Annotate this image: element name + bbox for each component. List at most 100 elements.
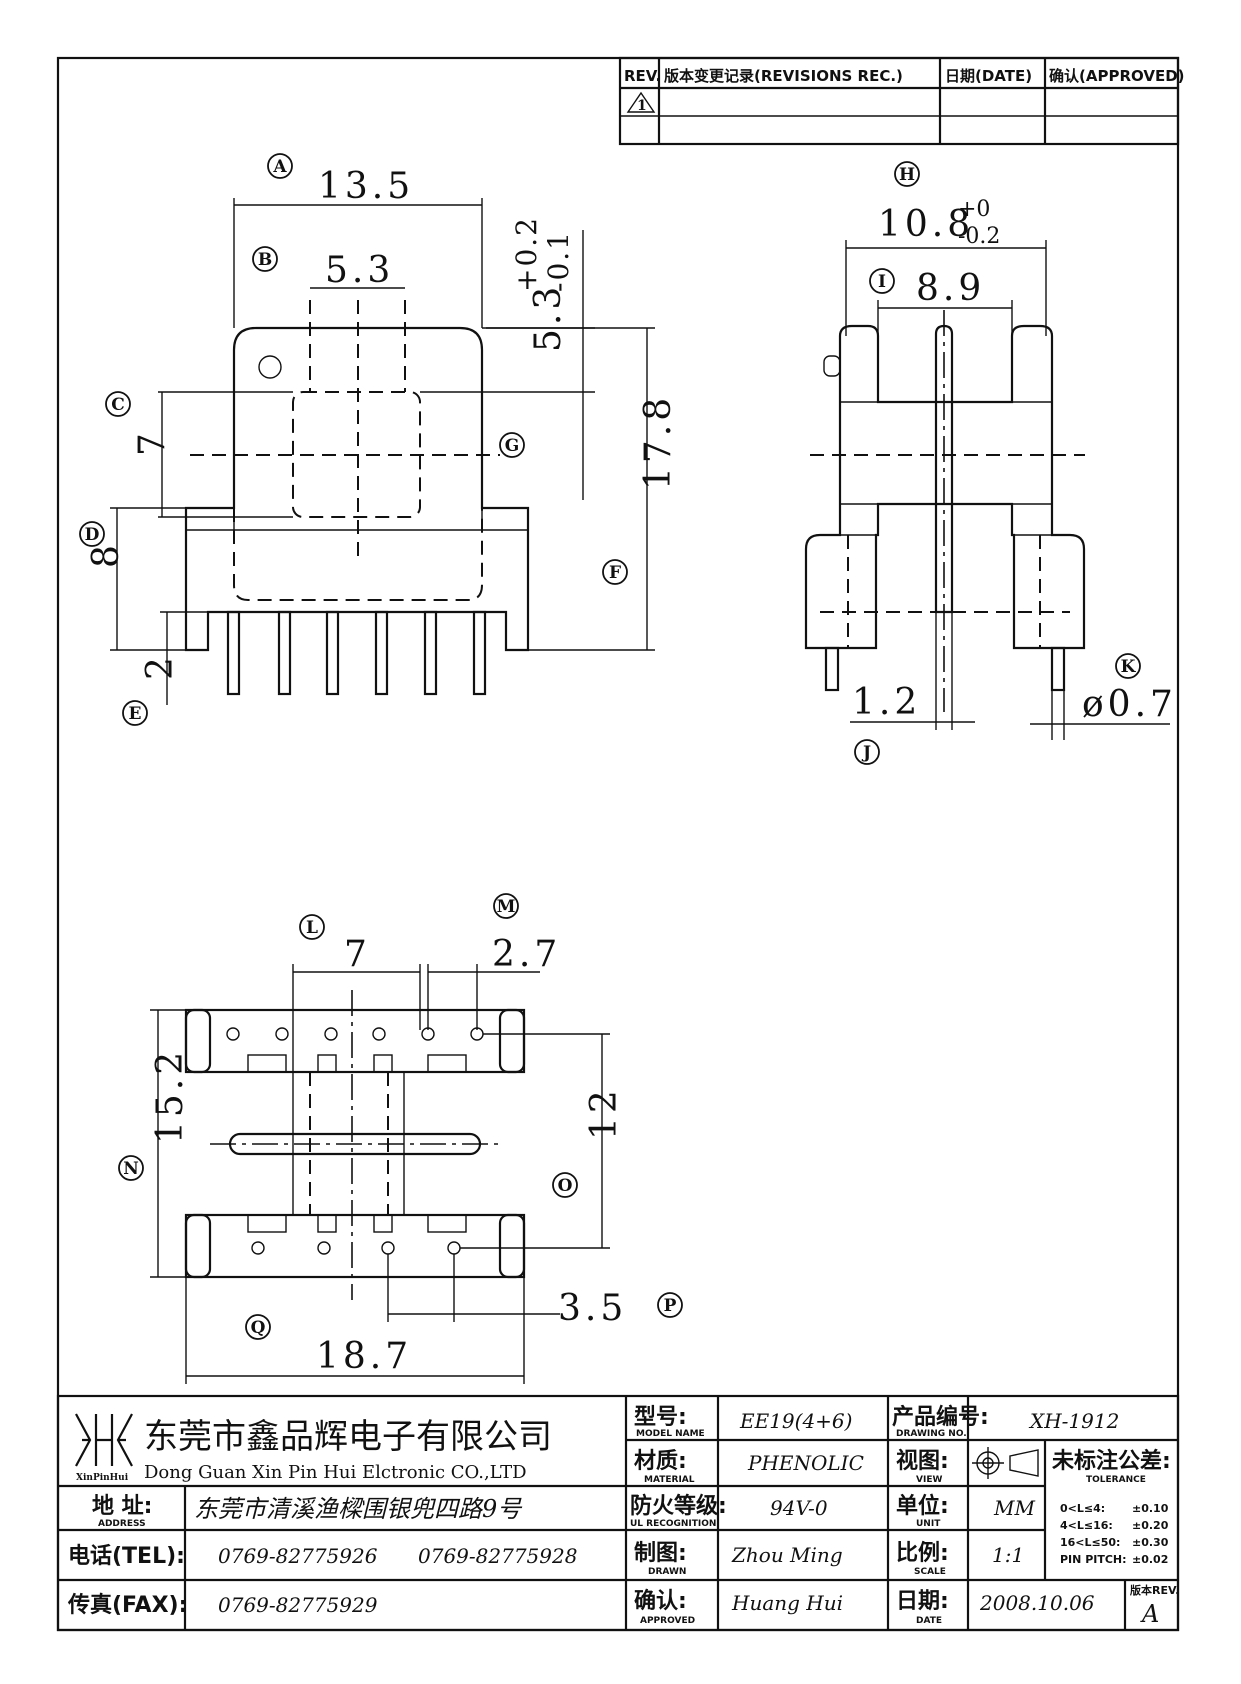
callout-l-marker: L [299,914,325,940]
svg-text:10.8: 10.8 [878,204,974,245]
svg-text:P: P [664,1296,677,1316]
svg-text:-0.2: -0.2 [958,224,1000,249]
svg-text:4<L≤16:: 4<L≤16: [1060,1519,1113,1532]
dim-bottom-pin-pitch-top: 2.7 [492,934,561,975]
svg-text:±0.30: ±0.30 [1132,1536,1169,1549]
callout-m-marker: M [493,893,519,919]
model-sublabel: MODEL NAME [636,1429,705,1439]
address-label: 地 址: [92,1494,152,1519]
svg-text:G: G [505,436,520,456]
front-dimension-lines [110,198,655,705]
material-label: 材质: [634,1449,687,1474]
svg-text:M: M [497,897,516,917]
address-value: 东莞市清溪渔樑围银兜四路9号 [194,1495,523,1523]
callout-h-marker: H [894,161,920,187]
unit-sublabel: UNIT [916,1519,941,1529]
callout-a-marker: A [267,153,293,179]
dim-bottom-row-spacing: 12 [584,1086,625,1140]
tel-value-1: 0769-82775926 [218,1544,378,1568]
scale-value: 1:1 [992,1543,1024,1567]
drawing-no-value: XH-1912 [1028,1409,1119,1433]
dim-side-wall: 1.2 [852,682,921,723]
tolerance-sublabel: TOLERANCE [1086,1475,1146,1485]
callout-j-marker: J [854,739,880,765]
rev-col-header: REV. [624,67,661,85]
mounting-hole [258,355,282,379]
dim-side-pin-dia: ø0.7 [1082,684,1177,725]
svg-text:±0.10: ±0.10 [1132,1502,1169,1515]
callout-q-marker: Q [245,1314,271,1340]
dim-front-total-height: 17.8 [638,394,679,490]
projection-symbol-icon [972,1447,1039,1479]
fax-label: 传真(FAX): [67,1592,187,1618]
dim-side-inner-width: 8.9 [916,268,985,309]
callout-o-marker: O [552,1172,578,1198]
svg-text:K: K [1121,657,1137,677]
tolerance-table: 0<L≤4: ±0.10 4<L≤16: ±0.20 16<L≤50: ±0.3… [1060,1502,1169,1566]
flame-sublabel: UL RECOGNITION [630,1519,716,1529]
front-pins [226,610,487,696]
side-pin-right [1050,646,1066,692]
svg-text:1: 1 [637,98,647,114]
unit-label: 单位: [896,1493,949,1519]
svg-text:5.3: 5.3 [528,283,569,352]
approved-col-header: 确认(APPROVED) [1049,67,1185,85]
svg-text:N: N [123,1159,139,1179]
drawing-no-sublabel: DRAWING NO. [896,1429,967,1439]
svg-text:±0.20: ±0.20 [1132,1519,1169,1532]
tel-value-2: 0769-82775928 [418,1544,577,1568]
dim-side-width-total: 10.8 +0 -0.2 [878,197,1000,249]
svg-text:C: C [111,395,125,415]
callout-n-marker: N [118,1155,144,1181]
revision-triangle-icon: 1 [626,91,656,114]
svg-text:F: F [609,563,621,583]
svg-text:J: J [861,743,871,763]
callout-i-marker: I [869,268,895,294]
dim-front-pin-gap: 2 [140,653,181,680]
callout-p-marker: P [657,1292,683,1318]
svg-text:H: H [899,165,915,185]
callout-g-marker: G [499,432,525,458]
title-block: XinPinHui 东莞市鑫品辉电子有限公司 Dong Guan Xin Pin… [56,1394,1179,1632]
svg-text:E: E [129,704,142,724]
revisions-col-header: 版本变更记录(REVISIONS REC.) [664,67,903,85]
dim-bottom-pin-row-span: 7 [344,934,371,975]
side-view: 10.8 +0 -0.2 8.9 1.2 ø0.7 H I J K [804,161,1177,765]
rev-value: A [1140,1600,1159,1628]
drawn-value: Zhou Ming [731,1543,843,1567]
dim-bottom-pin-pitch-bottom: 3.5 [558,1288,627,1329]
dim-front-upper-height: 5.3 +0.2 -0.1 [510,216,575,352]
drawn-sublabel: DRAWN [648,1567,686,1577]
side-pin-left [824,646,840,692]
company-name-en: Dong Guan Xin Pin Hui Elctronic CO.,LTD [144,1462,527,1483]
svg-text:A: A [272,157,287,177]
callout-k-marker: K [1115,653,1141,679]
date-sublabel: DATE [916,1616,942,1626]
callout-e-marker: E [122,700,148,726]
bottom-pin-holes-bottom [251,1241,461,1255]
svg-text:+0.2: +0.2 [510,216,543,292]
approved-sublabel: APPROVED [640,1616,695,1626]
svg-text:L: L [306,918,318,938]
model-value: EE19(4+6) [739,1409,852,1433]
svg-text:D: D [85,525,100,545]
logo-caption: XinPinHui [76,1473,129,1483]
drawing-border [56,56,1180,1632]
model-label: 型号: [634,1405,687,1430]
callout-f-marker: F [602,559,628,585]
dim-front-width-total: 13.5 [318,166,414,207]
svg-text:+0: +0 [958,197,990,222]
dim-front-window-height: 7 [132,429,173,456]
tel-label: 电话(TEL): [68,1544,185,1569]
company-name-cn: 东莞市鑫品辉电子有限公司 [144,1417,552,1457]
drawn-label: 制图: [634,1541,687,1566]
scale-label: 比例: [896,1541,949,1566]
svg-text:0<L≤4:: 0<L≤4: [1060,1502,1105,1515]
scale-sublabel: SCALE [914,1567,946,1577]
callout-d-marker: D [79,521,105,547]
company-logo: XinPinHui [75,1413,133,1483]
dim-bottom-depth-total: 15.2 [150,1048,191,1144]
svg-text:I: I [878,272,886,292]
flame-label: 防火等级: [630,1493,727,1519]
svg-text:Q: Q [251,1318,266,1338]
